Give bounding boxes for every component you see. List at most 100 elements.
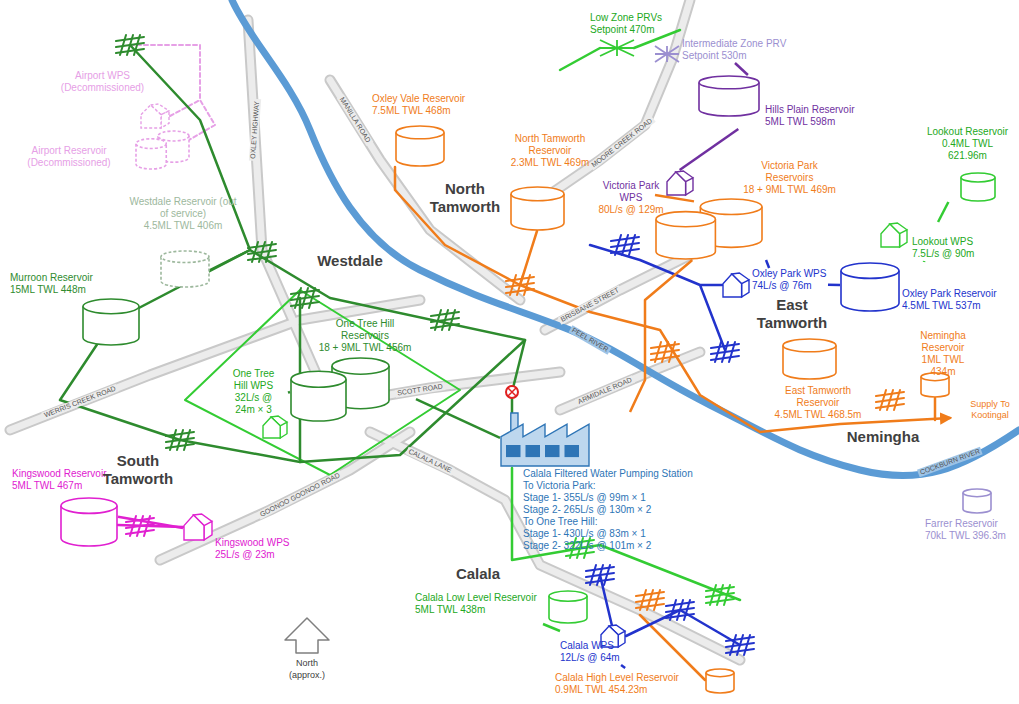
node-symbol — [705, 668, 735, 694]
node-text: Calala Low Level Reservoir — [415, 592, 537, 604]
node-text: 1ML TWL 434m — [908, 354, 978, 378]
reservoir: Farrer Reservoir70kL TWL 396.3m — [925, 488, 1007, 543]
reservoir-symbol — [511, 187, 564, 201]
node-symbol — [840, 262, 900, 312]
reservoir: Murroon Reservoir15ML TWL 448m — [10, 272, 140, 346]
grid-symbol — [706, 599, 734, 603]
node-text: 7.5ML TWL 468m — [372, 105, 465, 117]
pipe-connector — [923, 261, 926, 262]
node-symbol — [395, 125, 445, 167]
pipe-connector — [828, 283, 840, 286]
grid-symbol — [524, 275, 530, 295]
node-text: Kingswood Reservoir — [12, 468, 107, 480]
reservoir-symbol — [699, 76, 759, 89]
area-label: Nemingha — [847, 428, 920, 446]
reservoir-symbol — [963, 489, 991, 497]
reservoir: Hills Plain Reservoir5ML TWL 598m — [698, 75, 856, 129]
node-text: To Victoria Park: — [523, 480, 693, 492]
grid-symbol — [309, 288, 315, 308]
node-text: Nemingha Reservoir — [908, 330, 978, 354]
reservoir: Westdale Reservoir (out of service)4.5ML… — [128, 196, 239, 288]
node-text: 5ML TWL 598m — [765, 116, 854, 128]
node-text: 4.5ML TWL 468.5m — [768, 409, 868, 421]
reservoir: Calala Low Level Reservoir5ML TWL 438m — [415, 590, 588, 624]
node-text: Oxley Park WPS — [752, 268, 826, 280]
grid-symbol — [248, 256, 276, 260]
node-symbol — [666, 170, 694, 196]
area-label: Westdale — [317, 252, 383, 270]
plant-symbol — [506, 445, 521, 457]
river — [232, 0, 1019, 476]
grid-symbol — [566, 552, 594, 556]
reservoir-symbol — [706, 669, 734, 677]
road-label: GOONOO GOONOO ROAD — [257, 470, 343, 519]
road-label: CALALA LANE — [405, 447, 454, 476]
grid-symbol — [651, 356, 679, 360]
plant-symbol — [545, 445, 560, 457]
reservoir-symbol — [83, 299, 139, 314]
pump-station: Victoria Park WPS80L/s @ 129m — [598, 170, 694, 217]
grid-symbol — [684, 600, 690, 620]
node-symbol — [548, 590, 588, 624]
node-text: Stage 1- 430L/s @ 83m × 1 — [523, 528, 693, 540]
reservoir: Oxley Park Reservoir4.5ML TWL 537m — [840, 262, 998, 313]
pump-symbol — [667, 172, 686, 195]
water-main — [112, 250, 525, 392]
node-text: To One Tree Hill: — [523, 516, 693, 528]
north-arrow — [285, 618, 329, 653]
grid-symbol — [629, 235, 635, 255]
reservoir-symbol — [291, 371, 346, 387]
river-label: PEEL RIVER — [569, 325, 612, 354]
node-text: One Tree Hill WPS — [226, 368, 281, 392]
reservoir-symbol — [161, 251, 209, 263]
road — [10, 300, 420, 430]
reservoir-symbol — [549, 591, 587, 601]
reservoir: Airport Reservoir (Decommissioned) — [10, 130, 190, 170]
node-text: 25L/s @ 23m — [215, 549, 289, 561]
road-label: MANILLA ROAD — [337, 94, 373, 146]
road — [248, 20, 330, 405]
reservoir: North Tamworth Reservoir2.3ML TWL 469m — [505, 133, 596, 231]
node-symbol — [500, 412, 590, 467]
node-text: Victoria Park Reservoirs — [742, 160, 837, 184]
grid-symbol — [291, 302, 319, 306]
pressure-valve: Low Zone PRVsSetpoint 470m — [590, 12, 664, 56]
reservoir: One Tree Hill Reservoirs18 + 9ML TWL 456… — [290, 318, 416, 422]
pipe-connector — [543, 624, 560, 631]
node-text: North Tamworth Reservoir — [505, 133, 595, 157]
grid-symbol — [666, 614, 694, 618]
node-symbol — [262, 415, 288, 439]
grid-symbol — [449, 310, 455, 330]
pump-station: One Tree Hill WPS32L/s @ 24m × 3 — [226, 368, 288, 439]
node-text: Intermediate Zone PRV — [682, 38, 786, 50]
area-label: North Tamworth — [425, 180, 505, 216]
node-symbol — [655, 198, 763, 260]
plant-symbol — [501, 424, 589, 466]
node-text: Hills Plain Reservoir — [765, 104, 854, 116]
pump-symbol — [184, 515, 204, 540]
node-text: Kingswood WPS — [215, 537, 289, 549]
pump-station: Oxley Park WPS74L/s @ 76m — [722, 268, 828, 298]
grid-symbol — [876, 404, 904, 408]
node-text: Airport Reservoir (Decommissioned) — [10, 145, 128, 169]
grid-symbol — [506, 289, 534, 293]
pipe-connector — [288, 391, 290, 394]
node-symbol — [655, 46, 679, 62]
grid-symbol — [604, 565, 610, 585]
grid-symbol — [431, 324, 459, 328]
pump-station: Lookout WPS7.5L/s @ 90m — [880, 222, 976, 261]
road-label: MOORE CREEK ROAD — [589, 116, 656, 171]
reservoir-symbol — [700, 199, 762, 214]
node-symbol — [135, 130, 190, 170]
reservoir-symbol — [656, 212, 715, 227]
grid-symbol — [184, 430, 190, 450]
node-text: 4.5ML TWL 406m — [128, 220, 238, 232]
node-text: One Tree Hill Reservoirs — [315, 318, 415, 342]
node-text: Calala High Level Reservoir — [555, 672, 679, 684]
grid-symbol — [729, 342, 735, 362]
node-symbol — [140, 103, 170, 129]
reservoir-symbol — [332, 358, 389, 374]
pressure-valve: Intermediate Zone PRVSetpoint 530m — [655, 38, 788, 63]
node-text: 0.4ML TWL 621.96m — [925, 138, 1010, 162]
grid-symbol — [726, 649, 754, 653]
